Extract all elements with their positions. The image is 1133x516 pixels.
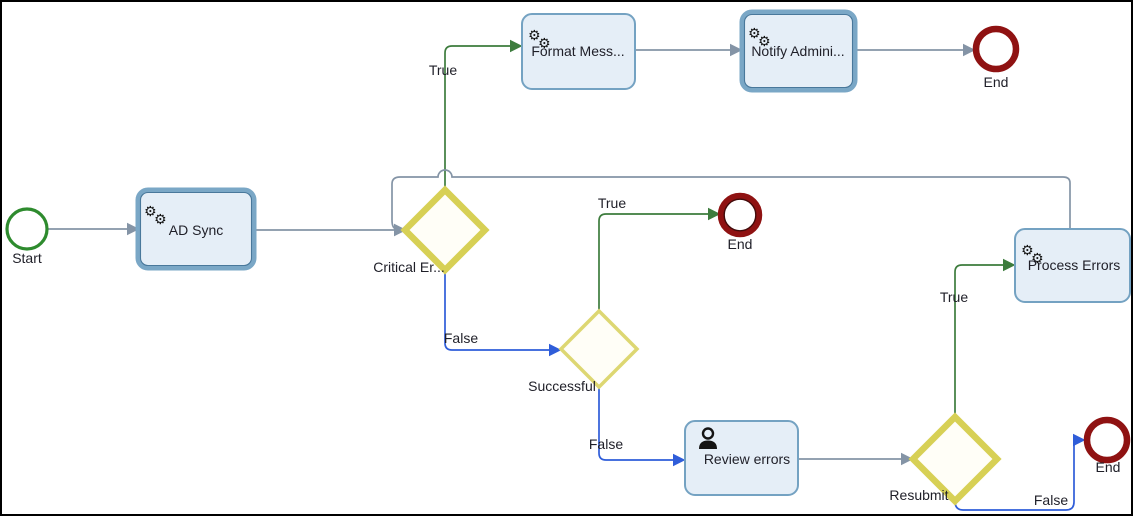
end-event-circle[interactable]: [972, 25, 1020, 73]
flow-line[interactable]: [444, 270, 562, 357]
sequence-flow-process-loop-critical[interactable]: [391, 169, 1071, 237]
svg-text:⚙: ⚙: [1021, 243, 1034, 259]
svg-text:⚙: ⚙: [154, 212, 167, 228]
sequence-flow-critical-false-success[interactable]: False: [444, 270, 562, 357]
end-event-end-middle[interactable]: End: [717, 192, 763, 252]
flow-line[interactable]: [444, 39, 523, 189]
task-box[interactable]: [135, 187, 257, 271]
task-box[interactable]: [1014, 228, 1131, 303]
user-task-label: Review errors: [704, 451, 790, 467]
flow-condition-label: False: [589, 436, 623, 452]
sequence-flow-critical-true-format[interactable]: True: [429, 39, 523, 189]
end-event-end-bottom[interactable]: End: [1083, 416, 1131, 475]
end-event-circle[interactable]: [717, 192, 763, 238]
gateway-resubmit[interactable]: Resubmit: [889, 412, 1002, 506]
service-task-process-errors[interactable]: ⚙⚙Process Errors: [1014, 228, 1131, 303]
start-event-label: Start: [12, 250, 42, 266]
end-event-inner-ring: [723, 198, 757, 232]
gateway-label: Successful: [528, 378, 596, 394]
service-task-label: Process Errors: [1028, 257, 1121, 273]
task-box[interactable]: [521, 13, 636, 90]
gateway-successful[interactable]: Successful: [528, 308, 640, 394]
start-event-circle[interactable]: [5, 207, 49, 251]
flow-condition-label: True: [940, 289, 968, 305]
flow-line[interactable]: [598, 387, 686, 467]
user-task-review-errors[interactable]: Review errors: [684, 420, 799, 496]
flow-condition-label: True: [429, 62, 457, 78]
svg-text:⚙: ⚙: [1031, 251, 1044, 267]
sequence-flow-resubmit-false-end[interactable]: False: [954, 433, 1086, 511]
end-event-label: End: [984, 74, 1009, 90]
end-event-circle[interactable]: [1083, 416, 1131, 464]
sequence-flow-success-false-review[interactable]: False: [589, 387, 686, 467]
service-task-label: Format Mess...: [531, 43, 624, 59]
svg-text:⚙: ⚙: [538, 36, 551, 52]
task-box-inner-line: [743, 13, 854, 89]
person-icon: [699, 427, 717, 449]
flow-condition-label: True: [598, 195, 626, 211]
flow-line[interactable]: [391, 169, 1071, 237]
end-event-label: End: [728, 236, 753, 252]
task-box-inner-line: [139, 191, 253, 267]
flow-line[interactable]: [954, 433, 1086, 511]
flow-condition-label: False: [444, 330, 478, 346]
service-task-notify-admin[interactable]: ⚙⚙Notify Admini...: [739, 9, 858, 93]
service-task-label: Notify Admini...: [751, 43, 844, 59]
gears-icon: ⚙⚙: [1021, 243, 1044, 267]
flow-line[interactable]: [954, 258, 1016, 417]
gears-icon: ⚙⚙: [144, 204, 167, 228]
gears-icon: ⚙⚙: [528, 28, 551, 52]
gateway-label: Critical Er...: [373, 259, 445, 275]
service-task-ad-sync[interactable]: ⚙⚙AD Sync: [135, 187, 257, 271]
svg-text:⚙: ⚙: [748, 26, 761, 42]
sequence-flow-success-true-end[interactable]: True: [598, 195, 721, 311]
service-task-label: AD Sync: [169, 222, 223, 238]
gateway-label: Resubmit: [889, 487, 948, 503]
gateway-diamond[interactable]: [908, 412, 1002, 506]
task-box[interactable]: [684, 420, 799, 496]
svg-text:⚙: ⚙: [758, 34, 771, 50]
end-event-end-top[interactable]: End: [972, 25, 1020, 90]
end-event-label: End: [1096, 459, 1121, 475]
service-task-format-message[interactable]: ⚙⚙Format Mess...: [521, 13, 636, 90]
svg-text:⚙: ⚙: [528, 28, 541, 44]
svg-text:⚙: ⚙: [144, 204, 157, 220]
sequence-flow-resubmit-true-process[interactable]: True: [940, 258, 1016, 417]
gateway-critical-error[interactable]: Critical Er...: [373, 185, 490, 275]
flow-condition-label: False: [1034, 492, 1068, 508]
gateway-diamond[interactable]: [400, 185, 490, 275]
flow-line[interactable]: [598, 207, 721, 311]
gateway-diamond[interactable]: [558, 308, 640, 390]
task-box[interactable]: [739, 9, 858, 93]
start-event-start[interactable]: Start: [5, 207, 49, 266]
gears-icon: ⚙⚙: [748, 26, 771, 50]
